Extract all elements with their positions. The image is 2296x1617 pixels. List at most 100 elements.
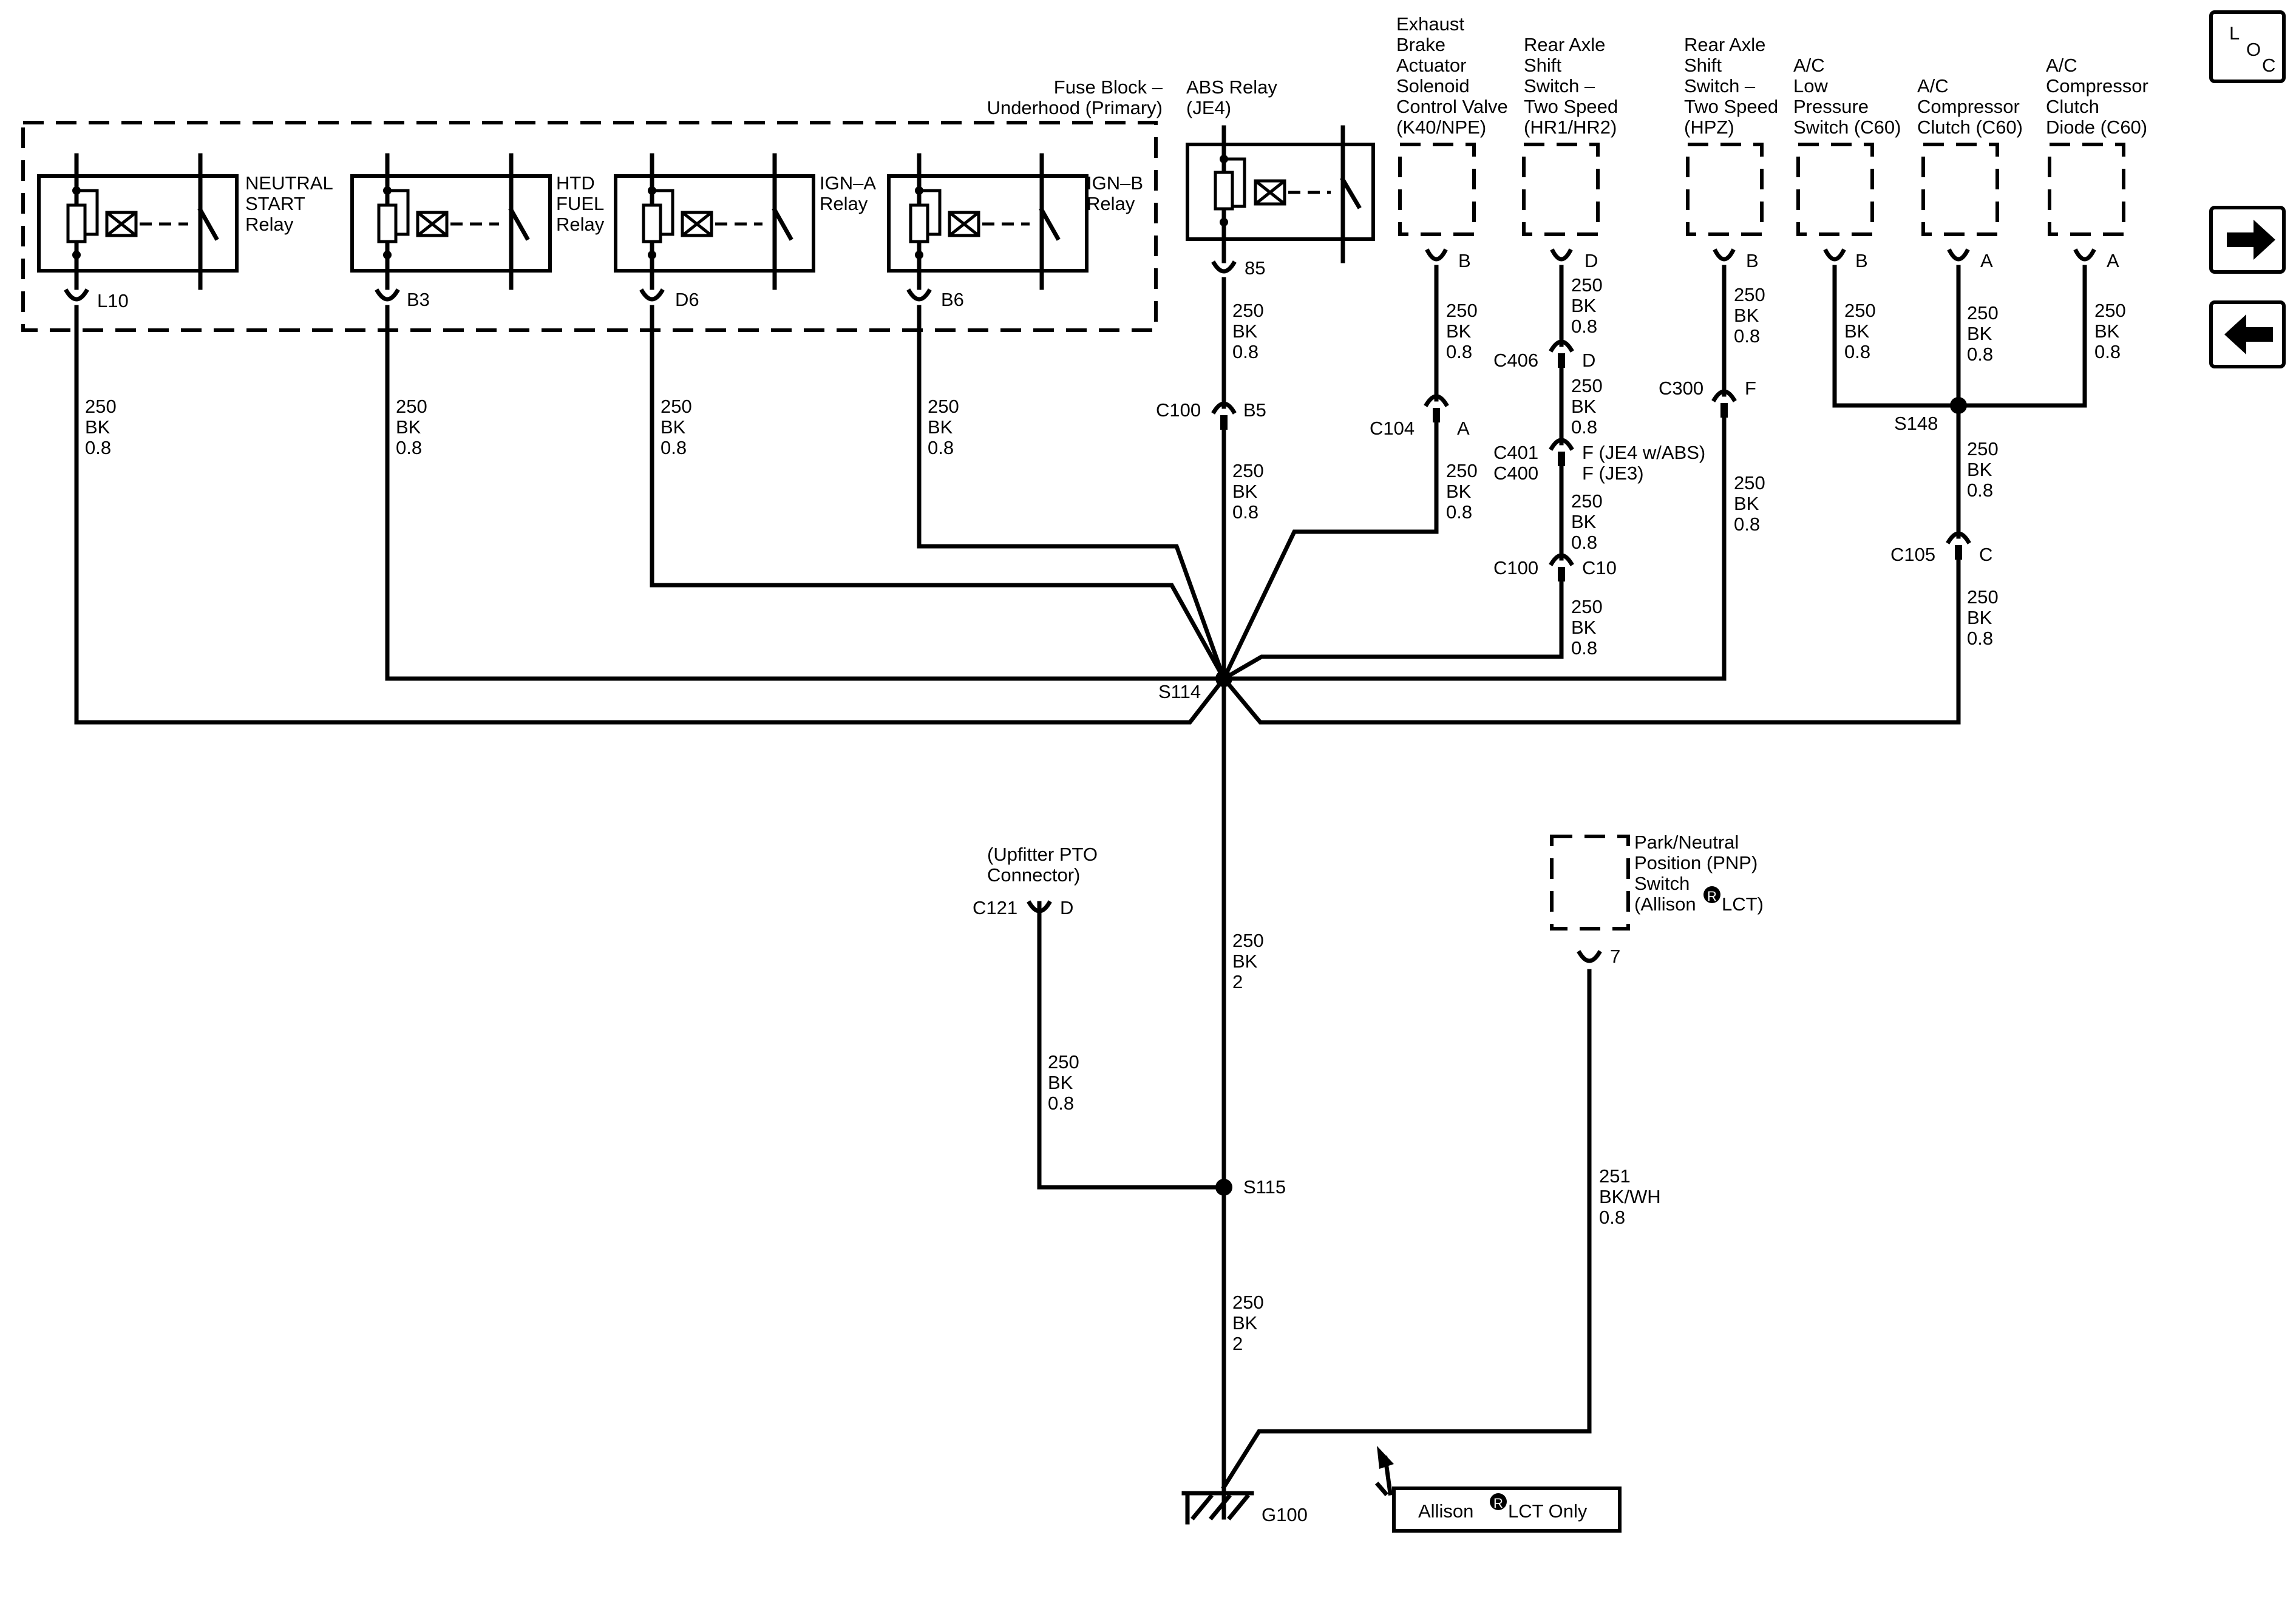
svg-text:0.8: 0.8 bbox=[1571, 416, 1597, 438]
ac-diode-terminal bbox=[2073, 248, 2096, 262]
svg-text:Low: Low bbox=[1793, 75, 1828, 97]
svg-text:R: R bbox=[1707, 889, 1717, 904]
svg-text:Two Speed: Two Speed bbox=[1684, 96, 1778, 117]
svg-text:Two Speed: Two Speed bbox=[1524, 96, 1618, 117]
abs-relay bbox=[1186, 125, 1375, 274]
svg-text:Compressor: Compressor bbox=[1917, 96, 2020, 117]
ac-diode-pin: A bbox=[2107, 250, 2119, 271]
svg-text:Switch: Switch bbox=[1634, 873, 1690, 894]
svg-text:250: 250 bbox=[1967, 438, 1999, 459]
svg-text:250: 250 bbox=[1571, 274, 1603, 296]
svg-text:Switch –: Switch – bbox=[1684, 75, 1756, 97]
svg-text:2: 2 bbox=[1232, 1333, 1243, 1354]
upfitter-connector-pin: D bbox=[1060, 897, 1073, 918]
svg-text:(K40/NPE): (K40/NPE) bbox=[1396, 117, 1486, 138]
wire-label-pnp: 251 BK/WH 0.8 bbox=[1599, 1165, 1661, 1228]
splice-s114 bbox=[1215, 670, 1232, 687]
svg-text:250: 250 bbox=[1571, 596, 1603, 617]
svg-text:0.8: 0.8 bbox=[661, 437, 687, 458]
svg-text:BK: BK bbox=[1571, 396, 1597, 417]
relay-2-label-1: HTD bbox=[556, 172, 595, 194]
wire-label-rear-axle-hr-4: 250 BK 0.8 bbox=[1571, 596, 1603, 659]
note-arrow-icon bbox=[1377, 1446, 1394, 1469]
rear-axle-switch-hpz-label: Rear Axle Shift Switch – Two Speed (HPZ) bbox=[1684, 34, 1778, 138]
svg-text:BK: BK bbox=[1232, 1312, 1258, 1334]
c400-name: C400 bbox=[1493, 463, 1538, 484]
svg-text:BK: BK bbox=[85, 416, 110, 438]
c100-b5-name: C100 bbox=[1156, 399, 1201, 421]
svg-text:250: 250 bbox=[1844, 300, 1876, 321]
svg-text:250: 250 bbox=[1967, 302, 1999, 324]
c401-name: C401 bbox=[1493, 442, 1538, 463]
svg-text:250: 250 bbox=[1232, 300, 1264, 321]
wire-label-d6: 250 BK 0.8 bbox=[661, 396, 692, 458]
svg-text:0.8: 0.8 bbox=[1446, 501, 1472, 523]
c100-c10-pin: C10 bbox=[1582, 557, 1617, 578]
wire-label-s114-s115: 250 BK 2 bbox=[1232, 930, 1264, 992]
wire-label-rear-axle-hr-1: 250 BK 0.8 bbox=[1571, 274, 1603, 337]
wire-label-b6: 250 BK 0.8 bbox=[928, 396, 959, 458]
rear-axle-hr-terminal bbox=[1550, 248, 1573, 262]
svg-text:Control Valve: Control Valve bbox=[1396, 96, 1508, 117]
svg-text:BK: BK bbox=[1048, 1072, 1073, 1093]
svg-text:A/C: A/C bbox=[1793, 55, 1825, 76]
svg-text:250: 250 bbox=[1734, 472, 1765, 493]
svg-text:250: 250 bbox=[396, 396, 427, 417]
svg-text:0.8: 0.8 bbox=[396, 437, 422, 458]
svg-text:0.8: 0.8 bbox=[1571, 532, 1597, 553]
next-page-button[interactable] bbox=[2209, 206, 2286, 274]
upfitter-label-line1: (Upfitter PTO bbox=[987, 844, 1098, 865]
svg-text:0.8: 0.8 bbox=[85, 437, 111, 458]
wire-label-l10: 250 BK 0.8 bbox=[85, 396, 117, 458]
svg-text:BK: BK bbox=[1232, 951, 1258, 972]
svg-text:BK: BK bbox=[1734, 305, 1759, 326]
ac-clutch-diode-label: A/C Compressor Clutch Diode (C60) bbox=[2046, 55, 2148, 138]
svg-text:Brake: Brake bbox=[1396, 34, 1445, 55]
relay-1-pin: L10 bbox=[97, 290, 129, 311]
wire-label-rear-axle-hr-3: 250 BK 0.8 bbox=[1571, 490, 1603, 553]
allison-lct-only-note: Allison R LCT Only bbox=[1375, 1446, 1622, 1533]
svg-text:250: 250 bbox=[1232, 930, 1264, 951]
svg-text:BK/WH: BK/WH bbox=[1599, 1186, 1661, 1207]
ac-low-terminal bbox=[1823, 248, 1846, 262]
svg-text:0.8: 0.8 bbox=[1967, 480, 1993, 501]
svg-text:Actuator: Actuator bbox=[1396, 55, 1466, 76]
c105-pin: C bbox=[1979, 544, 1992, 565]
svg-text:BK: BK bbox=[1232, 481, 1258, 502]
fuse-block-label-line1: Fuse Block – bbox=[1054, 76, 1163, 98]
svg-text:0.8: 0.8 bbox=[1232, 501, 1258, 523]
splice-s115-label: S115 bbox=[1243, 1176, 1286, 1198]
wire-label-ac-clutch: 250 BK 0.8 bbox=[1967, 302, 1999, 365]
wire-label-rear-axle-hr-2: 250 BK 0.8 bbox=[1571, 375, 1603, 438]
c300-name: C300 bbox=[1659, 378, 1703, 399]
svg-text:Allison: Allison bbox=[1418, 1500, 1473, 1522]
prev-page-button[interactable] bbox=[2209, 300, 2286, 368]
svg-text:BK: BK bbox=[1967, 459, 1992, 480]
svg-text:250: 250 bbox=[2094, 300, 2126, 321]
neutral-start-relay bbox=[37, 153, 239, 290]
ground-g100-label: G100 bbox=[1262, 1504, 1308, 1525]
relay-2-pin: B3 bbox=[407, 289, 430, 310]
loc-letter-l: L bbox=[2229, 22, 2240, 44]
pnp-switch-label: Park/Neutral Position (PNP) Switch (Alli… bbox=[1634, 832, 1764, 915]
fuse-block-label-line2: Underhood (Primary) bbox=[987, 97, 1163, 118]
wire-label-rear-axle-hpz-2: 250 BK 0.8 bbox=[1734, 472, 1765, 535]
wire-label-ac-low: 250 BK 0.8 bbox=[1844, 300, 1876, 362]
wire-label-ac-diode: 250 BK 0.8 bbox=[2094, 300, 2126, 362]
abs-relay-label-line1: ABS Relay bbox=[1186, 76, 1277, 98]
svg-text:0.8: 0.8 bbox=[928, 437, 954, 458]
relay-1-label-3: Relay bbox=[245, 214, 294, 235]
rear-axle-hpz-terminal bbox=[1713, 248, 1736, 262]
svg-text:BK: BK bbox=[1734, 493, 1759, 514]
abs-relay-label-line2: (JE4) bbox=[1186, 97, 1231, 118]
htd-fuel-relay bbox=[350, 153, 552, 290]
loc-button[interactable]: L O C bbox=[2209, 10, 2286, 83]
svg-text:Switch –: Switch – bbox=[1524, 75, 1595, 97]
svg-text:BK: BK bbox=[1571, 617, 1597, 638]
wire-label-rear-axle-hpz-1: 250 BK 0.8 bbox=[1734, 284, 1765, 347]
svg-text:LCT Only: LCT Only bbox=[1508, 1500, 1588, 1522]
svg-text:Compressor: Compressor bbox=[2046, 75, 2148, 97]
relay-4-pin: B6 bbox=[941, 289, 964, 310]
svg-text:Shift: Shift bbox=[1524, 55, 1561, 76]
